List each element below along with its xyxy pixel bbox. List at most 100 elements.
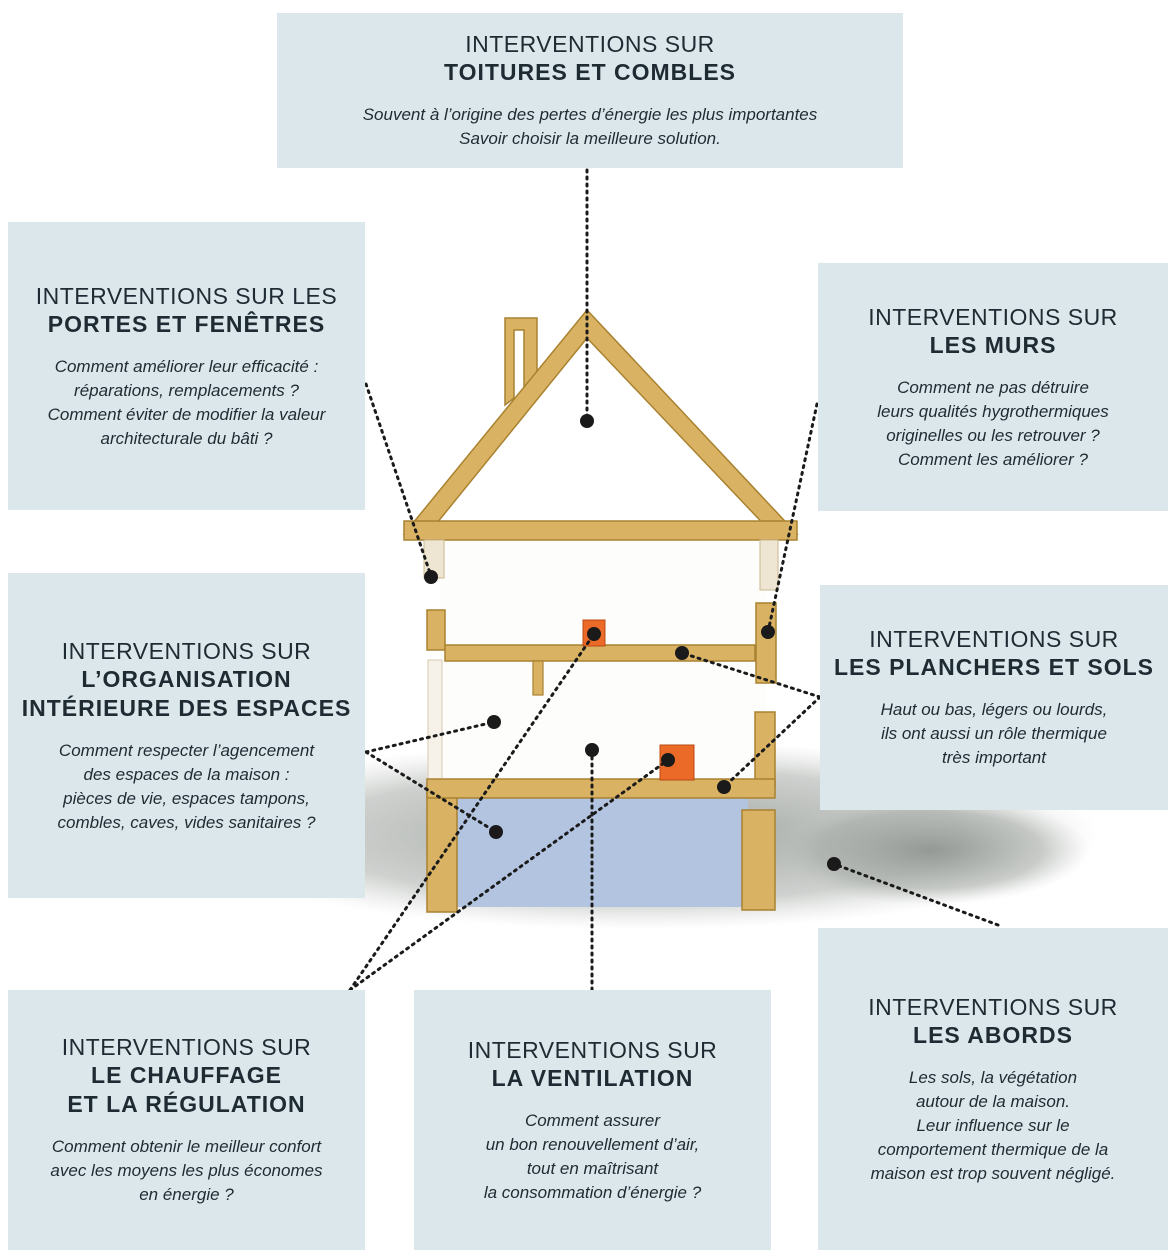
- right-wall-foundation: [741, 809, 776, 911]
- box-title-line: LES MURS: [929, 331, 1057, 358]
- box-title-line: INTÉRIEURE DES ESPACES: [21, 694, 352, 721]
- box-kicker: INTERVENTIONS SUR: [465, 31, 715, 57]
- box-kicker: INTERVENTIONS SUR LES: [35, 282, 338, 309]
- box-organisation: INTERVENTIONS SUR L’ORGANISATION INTÉRIE…: [8, 573, 365, 898]
- box-description: Comment ne pas détruire leurs qualités h…: [877, 376, 1109, 472]
- box-kicker: INTERVENTIONS SUR: [61, 637, 312, 664]
- box-desc-line: architecturale du bâti ?: [100, 428, 273, 448]
- box-desc-line: Comment améliorer leur efficacité :: [54, 356, 319, 376]
- box-desc-line: combles, caves, vides sanitaires ?: [57, 812, 316, 832]
- box-desc-line: tout en maîtrisant: [526, 1158, 659, 1178]
- box-title: LES ABORDS: [913, 1021, 1073, 1050]
- left-wall-foundation: [426, 785, 458, 913]
- box-title: L’ORGANISATION INTÉRIEURE DES ESPACES: [22, 665, 352, 723]
- box-kicker: INTERVENTIONS SUR: [467, 1036, 718, 1063]
- right-wall-upper: [759, 539, 779, 591]
- box-desc-line: leurs qualités hygrothermiques: [877, 401, 1109, 421]
- roof: [402, 308, 799, 535]
- dot-abords: [827, 857, 841, 871]
- box-desc-line: Haut ou bas, légers ou lourds,: [880, 700, 1108, 719]
- box-desc-line: Comment obtenir le meilleur confort: [51, 1137, 322, 1156]
- box-desc-line: réparations, remplacements ?: [74, 380, 299, 400]
- roof-beam: [403, 520, 798, 541]
- box-title: LES MURS: [930, 331, 1057, 360]
- dot-toitures: [580, 414, 594, 428]
- box-description: Comment respecter l’agencement des espac…: [58, 739, 316, 835]
- leader-organisation-1: [364, 720, 496, 754]
- box-desc-line: Leur influence sur le: [916, 1115, 1070, 1135]
- box-desc-line: pièces de vie, espaces tampons,: [63, 788, 310, 808]
- box-title-line: LES PLANCHERS ET SOLS: [833, 654, 1155, 680]
- box-title: TOITURES ET COMBLES: [444, 58, 736, 87]
- dot-organisation-2: [489, 825, 503, 839]
- left-wall-pier: [426, 609, 446, 651]
- box-desc-line: Comment ne pas détruire: [897, 377, 1089, 397]
- box-kicker: INTERVENTIONS SUR: [868, 993, 1118, 1020]
- box-murs: INTERVENTIONS SUR LES MURS Comment ne pa…: [818, 263, 1168, 511]
- dot-portes: [424, 570, 438, 584]
- box-description: Souvent à l’origine des pertes d’énergie…: [363, 103, 818, 151]
- box-desc-line: Souvent à l’origine des pertes d’énergie…: [362, 105, 818, 124]
- box-title-line: LA VENTILATION: [491, 1064, 694, 1091]
- box-planchers: INTERVENTIONS SUR LES PLANCHERS ET SOLS …: [820, 585, 1168, 810]
- box-desc-line: Comment les améliorer ?: [898, 449, 1088, 469]
- box-title-line: PORTES ET FENÊTRES: [47, 310, 326, 337]
- box-description: Les sols, la végétation autour de la mai…: [871, 1066, 1116, 1186]
- box-desc-line: autour de la maison.: [915, 1091, 1071, 1111]
- dot-planchers-1: [675, 646, 689, 660]
- interior-partition: [532, 660, 544, 696]
- leader-organisation-2: [364, 750, 498, 834]
- box-description: Comment améliorer leur efficacité : répa…: [48, 355, 326, 451]
- box-desc-line: ils ont aussi un rôle thermique: [881, 724, 1107, 743]
- box-desc-line: en énergie ?: [139, 1185, 234, 1204]
- dot-ventilation: [585, 743, 599, 757]
- dot-organisation-1: [487, 715, 501, 729]
- leader-planchers-2: [722, 695, 822, 789]
- box-abords: INTERVENTIONS SUR LES ABORDS Les sols, l…: [818, 928, 1168, 1250]
- box-desc-line: un bon renouvellement d’air,: [485, 1134, 700, 1154]
- box-kicker: INTERVENTIONS SUR: [868, 303, 1118, 330]
- dot-planchers-2: [717, 780, 731, 794]
- box-title: LES PLANCHERS ET SOLS: [834, 653, 1154, 682]
- middle-floor: [444, 644, 756, 662]
- box-toitures: INTERVENTIONS SUR TOITURES ET COMBLES So…: [277, 13, 903, 168]
- ground-shape-right: [770, 795, 1090, 905]
- box-desc-line: originelles ou les retrouver ?: [886, 425, 1100, 445]
- box-desc-line: comportement thermique de la: [877, 1139, 1109, 1159]
- leader-chauffage-1: [348, 632, 596, 992]
- box-title: LE CHAUFFAGE ET LA RÉGULATION: [67, 1061, 305, 1119]
- box-desc-line: très important: [942, 748, 1046, 767]
- box-desc-line: avec les moyens les plus économes: [50, 1161, 323, 1180]
- box-description: Haut ou bas, légers ou lourds, ils ont a…: [881, 698, 1108, 770]
- box-title: PORTES ET FENÊTRES: [48, 310, 325, 339]
- box-title-line: TOITURES ET COMBLES: [443, 59, 737, 85]
- leader-abords: [832, 862, 1000, 927]
- box-ventilation: INTERVENTIONS SUR LA VENTILATION Comment…: [414, 990, 771, 1250]
- basement: [455, 797, 748, 907]
- box-title-line: L’ORGANISATION: [81, 665, 292, 692]
- leader-planchers-1: [680, 651, 822, 699]
- box-desc-line: Savoir choisir la meilleure solution.: [459, 129, 721, 148]
- box-chauffage: INTERVENTIONS SUR LE CHAUFFAGE ET LA RÉG…: [8, 990, 365, 1250]
- dot-chauffage-2: [661, 753, 675, 767]
- dot-murs: [761, 625, 775, 639]
- left-wall-window: [427, 659, 443, 781]
- box-title-line: LE CHAUFFAGE: [91, 1062, 282, 1088]
- leader-portes: [364, 382, 433, 578]
- box-desc-line: maison est trop souvent négligé.: [870, 1163, 1116, 1183]
- box-title: LA VENTILATION: [492, 1064, 694, 1093]
- dot-chauffage-1: [587, 627, 601, 641]
- box-desc-line: des espaces de la maison :: [83, 764, 290, 784]
- box-description: Comment obtenir le meilleur confort avec…: [50, 1135, 322, 1207]
- right-wall-pier: [755, 602, 777, 684]
- box-title-line: LES ABORDS: [913, 1021, 1073, 1048]
- box-kicker: INTERVENTIONS SUR: [61, 1034, 312, 1060]
- box-desc-line: Comment éviter de modifier la valeur: [47, 404, 326, 424]
- box-desc-line: Les sols, la végétation: [908, 1067, 1078, 1087]
- box-kicker: INTERVENTIONS SUR: [869, 626, 1119, 652]
- box-portes: INTERVENTIONS SUR LES PORTES ET FENÊTRES…: [8, 222, 365, 510]
- box-desc-line: Comment assurer: [524, 1110, 661, 1130]
- box-desc-line: la consommation d’énergie ?: [483, 1182, 702, 1202]
- box-title-line: ET LA RÉGULATION: [67, 1091, 306, 1117]
- box-desc-line: Comment respecter l’agencement: [58, 740, 315, 760]
